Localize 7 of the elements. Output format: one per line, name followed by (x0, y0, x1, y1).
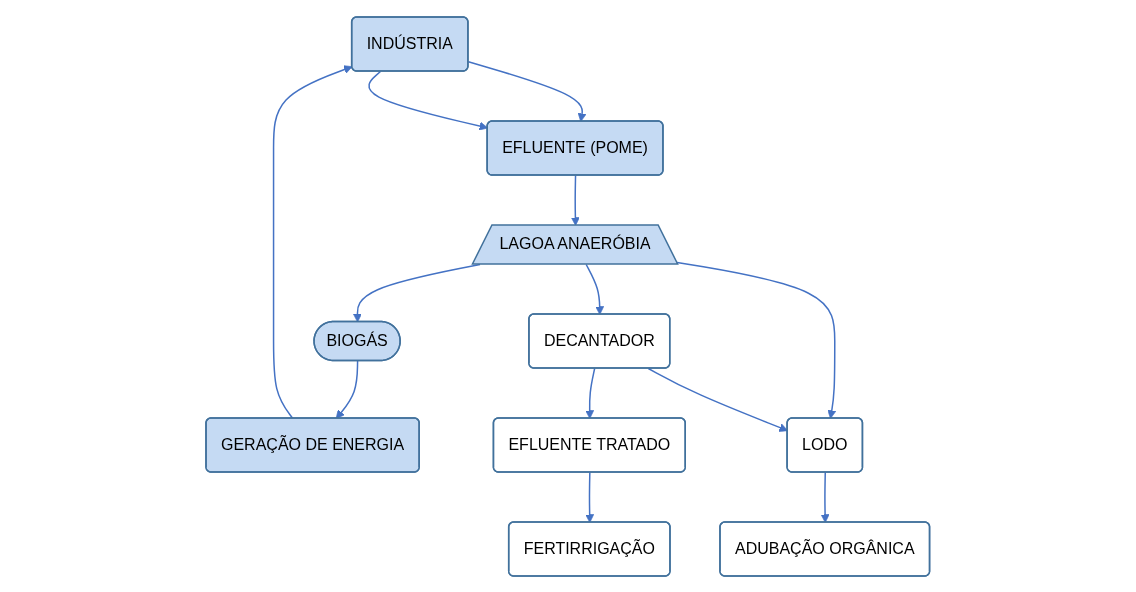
arrow (585, 263, 605, 315)
arrow (676, 261, 837, 419)
arrow (820, 471, 830, 523)
arrow (585, 471, 595, 523)
arrow (273, 64, 353, 419)
arrow (336, 359, 359, 419)
arrow (585, 367, 596, 419)
